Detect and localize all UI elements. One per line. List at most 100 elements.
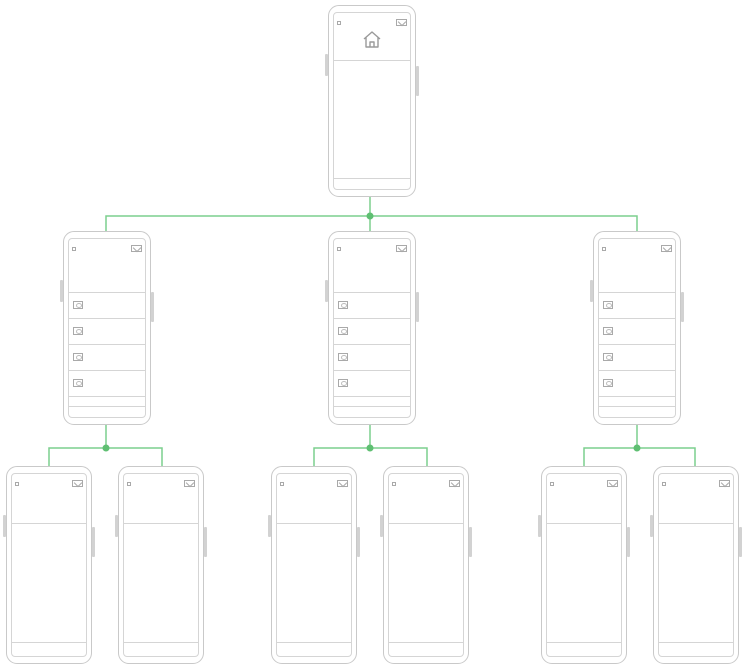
- camera-dot-icon: [550, 482, 554, 486]
- header-divider: [388, 523, 464, 524]
- mail-icon: [337, 480, 348, 487]
- phone-screen: [123, 473, 199, 657]
- status-bar: [280, 480, 348, 492]
- camera-dot-icon: [280, 482, 284, 486]
- detail-screen-6: [650, 466, 742, 664]
- home-screen: [325, 5, 419, 197]
- header-divider: [123, 523, 199, 524]
- mail-icon: [661, 245, 672, 252]
- side-button: [60, 280, 63, 302]
- side-button: [92, 527, 95, 557]
- list-screen-3: [590, 231, 684, 425]
- phone-screen: [11, 473, 87, 657]
- camera-dot-icon: [602, 247, 606, 251]
- side-button: [739, 527, 742, 557]
- row-divider: [598, 344, 676, 345]
- side-button: [627, 527, 630, 557]
- mail-icon: [72, 480, 83, 487]
- footer-divider: [123, 642, 199, 643]
- status-bar: [72, 245, 142, 257]
- detail-screen-1: [3, 466, 95, 664]
- footer-divider: [68, 406, 146, 407]
- side-button: [681, 292, 684, 322]
- side-button: [325, 280, 328, 302]
- phone-screen: [598, 238, 676, 418]
- camera-dot-icon: [337, 247, 341, 251]
- footer-divider: [546, 642, 622, 643]
- image-icon: [603, 327, 613, 335]
- phone-screen: [333, 238, 411, 418]
- list-screen-2: [325, 231, 419, 425]
- side-button: [650, 515, 653, 537]
- side-button: [204, 527, 207, 557]
- detail-screen-2: [115, 466, 207, 664]
- side-button: [3, 515, 6, 537]
- status-bar: [15, 480, 83, 492]
- row-divider: [598, 370, 676, 371]
- row-divider: [333, 396, 411, 397]
- image-icon: [73, 379, 83, 387]
- detail-screen-5: [538, 466, 630, 664]
- header-divider: [546, 523, 622, 524]
- mail-icon: [131, 245, 142, 252]
- mail-icon: [396, 19, 407, 26]
- phone-screen: [276, 473, 352, 657]
- footer-divider: [658, 642, 734, 643]
- side-button: [416, 292, 419, 322]
- side-button: [538, 515, 541, 537]
- side-button: [325, 54, 328, 76]
- status-bar: [550, 480, 618, 492]
- row-divider: [598, 318, 676, 319]
- side-button: [416, 66, 419, 96]
- side-button: [115, 515, 118, 537]
- header-divider: [333, 292, 411, 293]
- mail-icon: [719, 480, 730, 487]
- row-divider: [68, 370, 146, 371]
- row-divider: [68, 318, 146, 319]
- header-divider: [11, 523, 87, 524]
- header-divider: [333, 60, 411, 61]
- node-left: [102, 444, 110, 452]
- image-icon: [603, 353, 613, 361]
- row-divider: [598, 396, 676, 397]
- image-icon: [603, 379, 613, 387]
- row-divider: [68, 344, 146, 345]
- side-button: [590, 280, 593, 302]
- footer-divider: [11, 642, 87, 643]
- mail-icon: [396, 245, 407, 252]
- camera-dot-icon: [15, 482, 19, 486]
- row-divider: [333, 344, 411, 345]
- footer-divider: [598, 406, 676, 407]
- header-divider: [276, 523, 352, 524]
- node-right: [633, 444, 641, 452]
- side-button: [469, 527, 472, 557]
- camera-dot-icon: [662, 482, 666, 486]
- detail-screen-4: [380, 466, 472, 664]
- list-screen-1: [60, 231, 154, 425]
- image-icon: [73, 353, 83, 361]
- status-bar: [337, 19, 407, 31]
- mail-icon: [607, 480, 618, 487]
- side-button: [380, 515, 383, 537]
- phone-screen: [546, 473, 622, 657]
- image-icon: [603, 301, 613, 309]
- status-bar: [127, 480, 195, 492]
- side-button: [357, 527, 360, 557]
- header-divider: [598, 292, 676, 293]
- image-icon: [338, 379, 348, 387]
- image-icon: [338, 353, 348, 361]
- image-icon: [73, 301, 83, 309]
- node-root: [366, 212, 374, 220]
- row-divider: [333, 318, 411, 319]
- status-bar: [662, 480, 730, 492]
- image-icon: [338, 327, 348, 335]
- footer-divider: [333, 178, 411, 179]
- row-divider: [333, 370, 411, 371]
- mail-icon: [184, 480, 195, 487]
- node-middle: [366, 444, 374, 452]
- row-divider: [68, 396, 146, 397]
- mail-icon: [449, 480, 460, 487]
- connector-branch-right: [583, 425, 696, 466]
